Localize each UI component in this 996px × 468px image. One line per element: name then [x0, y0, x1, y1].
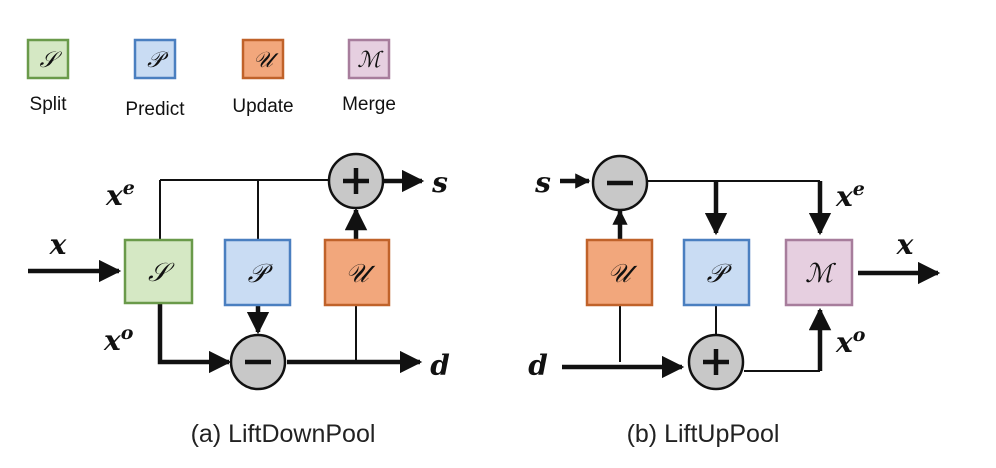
- legend-predict-swatch: [133, 38, 177, 80]
- legend-merge-swatch: [347, 38, 391, 80]
- b-merge-block: [784, 238, 854, 307]
- a-odd-sup: o: [121, 322, 134, 344]
- legend-item-split: 𝒮 Split: [26, 38, 70, 115]
- b-plus-operator: [687, 333, 745, 391]
- a-odd-base: x: [103, 324, 121, 357]
- a-even-base: x: [105, 179, 123, 212]
- b-even-base: x: [835, 180, 853, 213]
- diagram-lift-down-pool: 𝒮 𝒫 𝒰 x xe xo s d (a) LiftDownPool: [28, 152, 450, 448]
- a-output-d-label: d: [430, 349, 450, 382]
- a-even-sup: e: [123, 177, 135, 199]
- b-output-label: x: [896, 228, 914, 261]
- b-minus-operator: [591, 154, 649, 212]
- legend-update-swatch: [241, 38, 285, 80]
- b-even-label: xe: [835, 178, 865, 213]
- b-odd-label: xo: [835, 324, 866, 359]
- b-even-sup: e: [853, 178, 865, 200]
- legend-item-update: 𝒰 Update: [232, 38, 294, 117]
- b-merge-symbol: ℳ: [805, 259, 836, 289]
- a-even-label: xe: [105, 177, 135, 212]
- a-odd-label: xo: [103, 322, 134, 357]
- legend-item-predict: 𝒫 Predict: [125, 38, 185, 120]
- b-update-block: [585, 238, 654, 307]
- a-minus-operator: [229, 333, 287, 391]
- a-input-label: x: [49, 228, 67, 261]
- legend-item-merge: ℳ Merge: [342, 38, 396, 115]
- b-odd-sup: o: [853, 324, 866, 346]
- legend-merge-label: Merge: [342, 94, 396, 115]
- a-caption: (a) LiftDownPool: [191, 420, 376, 448]
- a-split-block: [123, 238, 194, 305]
- b-input-s-label: s: [534, 166, 551, 199]
- legend-update-label: Update: [232, 96, 293, 117]
- b-predict-block: [682, 238, 751, 307]
- legend-predict-label: Predict: [125, 99, 185, 120]
- legend-split-label: Split: [30, 94, 68, 115]
- b-odd-base: x: [835, 326, 853, 359]
- a-odd-arrow: [157, 303, 232, 374]
- b-input-d-label: d: [528, 349, 548, 382]
- a-update-block: [323, 238, 391, 307]
- a-output-s-label: s: [431, 166, 448, 199]
- legend: 𝒮 Split 𝒫 Predict 𝒰 Update ℳ Merge: [26, 38, 396, 120]
- a-plus-operator: [327, 152, 385, 210]
- b-caption: (b) LiftUpPool: [627, 420, 780, 448]
- legend-split-swatch: [26, 38, 70, 80]
- diagram-lift-up-pool: 𝒰 𝒫 ℳ s d xe xo x (b) LiftUpPool: [528, 154, 941, 448]
- a-predict-block: [223, 238, 292, 307]
- legend-merge-symbol: ℳ: [357, 48, 384, 73]
